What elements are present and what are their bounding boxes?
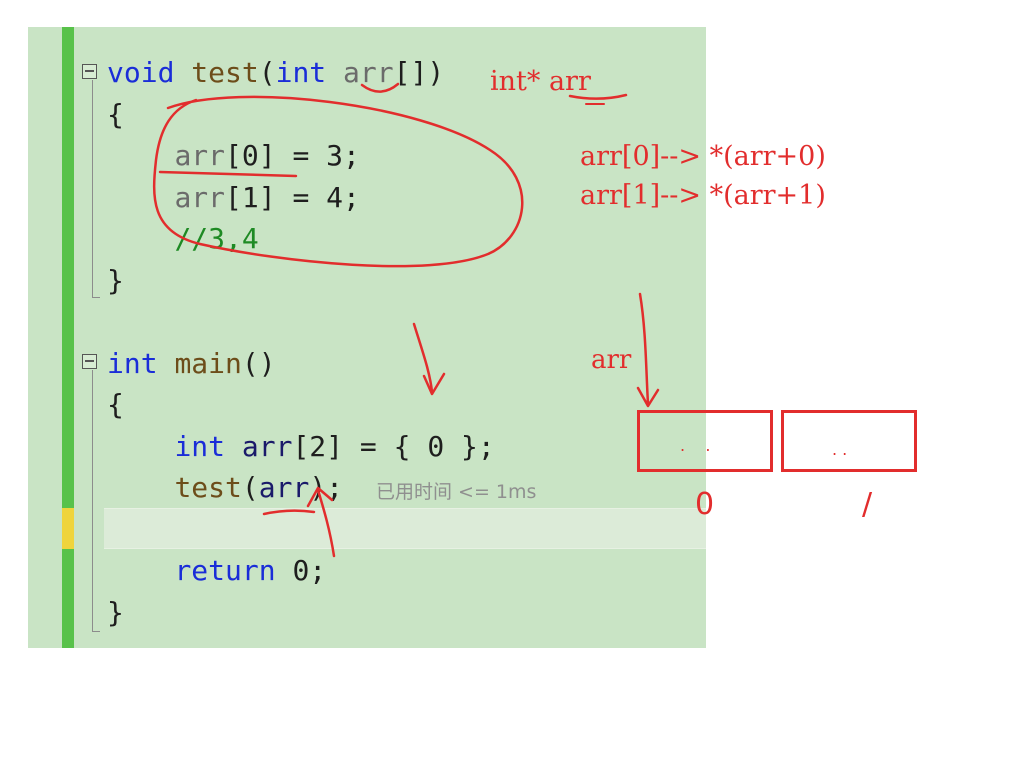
code-token: [2] = { 0 }; <box>292 429 495 463</box>
code-token: arr <box>174 180 226 214</box>
current-line-highlight <box>104 508 706 549</box>
annotation-equivalence-1: arr[1]--> *(arr+1) <box>580 180 826 211</box>
code-line[interactable]: arr[0] = 3; <box>107 138 360 174</box>
change-tracking-bar <box>62 27 74 648</box>
code-token: void <box>107 56 175 89</box>
collapse-test-function-icon[interactable] <box>82 64 97 79</box>
code-token: arr <box>174 139 226 172</box>
code-line[interactable]: void test(int arr[]) <box>107 55 444 91</box>
up-arrow-call-arr <box>306 486 336 558</box>
arrow-arr-to-memory <box>636 292 660 408</box>
circle-around-assignments <box>152 95 524 268</box>
code-token: 0; <box>275 554 327 587</box>
memory-index-1: / <box>862 487 873 522</box>
fold-guide-main <box>92 370 100 632</box>
code-token: } <box>107 595 124 629</box>
code-token: arr <box>343 56 394 89</box>
memory-cell-0 <box>637 410 773 472</box>
code-line[interactable]: { <box>107 387 124 423</box>
code-line[interactable]: arr[1] = 4; <box>107 180 360 216</box>
fold-guide-test <box>92 80 100 298</box>
code-line[interactable]: { <box>107 97 124 133</box>
code-token: int <box>107 346 158 380</box>
code-token: [0] = 3; <box>225 139 360 172</box>
code-token: arr <box>258 471 310 504</box>
unsaved-change-marker <box>62 508 74 549</box>
collapse-main-function-icon[interactable] <box>82 354 97 369</box>
code-token: return <box>174 554 276 587</box>
code-token: () <box>241 346 276 380</box>
underline-call-arr <box>262 509 316 516</box>
code-line[interactable]: } <box>107 595 124 631</box>
memory-index-0: 0 <box>695 487 715 522</box>
code-token: ); <box>309 471 344 504</box>
code-token: { <box>107 388 124 421</box>
code-token: arr <box>241 429 293 463</box>
code-token: ( <box>258 56 276 89</box>
annotation-arr-label: arr <box>591 345 632 375</box>
code-line[interactable]: int arr[2] = { 0 }; <box>107 429 495 465</box>
memory-cell-1 <box>781 410 917 472</box>
code-token: int <box>174 429 226 463</box>
code-line[interactable]: //3,4 <box>107 221 259 257</box>
underline-arr0 <box>158 170 298 178</box>
code-token: { <box>107 97 124 131</box>
code-token: [1] = 4; <box>225 180 360 214</box>
code-token: test <box>191 56 259 89</box>
memory-cell-0-dots: . . <box>680 436 711 455</box>
code-token: main <box>174 346 242 380</box>
code-token: ( <box>241 471 259 504</box>
code-line[interactable]: return 0; <box>107 553 326 589</box>
code-line[interactable]: } <box>107 263 124 299</box>
code-token: test <box>174 471 242 504</box>
down-arrow-middle <box>412 322 446 396</box>
memory-cell-1-dots: . . <box>832 440 848 459</box>
code-token: int <box>275 56 327 89</box>
perf-tip-elapsed-time: 已用时间 <= 1ms <box>376 481 537 503</box>
annotation-param-type: int* arr <box>490 66 591 97</box>
annotation-equivalence-0: arr[0]--> *(arr+0) <box>580 141 826 172</box>
code-line[interactable]: test(arr); <box>107 470 343 506</box>
code-token: } <box>107 263 124 297</box>
code-line[interactable]: int main() <box>107 346 276 382</box>
code-token: []) <box>393 56 445 89</box>
underline-param-arr <box>360 82 400 93</box>
underline-int-ptr-arr <box>568 93 628 100</box>
code-token: //3,4 <box>174 222 259 255</box>
